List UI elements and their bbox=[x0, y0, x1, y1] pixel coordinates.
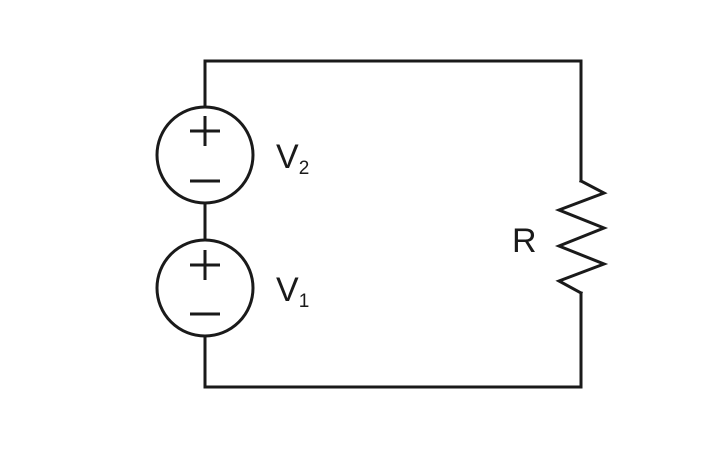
source-v2-name: V bbox=[276, 138, 299, 176]
source-v2-circle bbox=[155, 105, 255, 205]
top-wire bbox=[203, 59, 583, 183]
source-v1-subscript: 1 bbox=[299, 291, 310, 312]
source-v1-circle bbox=[155, 238, 255, 338]
resistor-label: R bbox=[512, 222, 537, 260]
source-v1-label: V1 bbox=[276, 271, 309, 312]
source-v2-subscript: 2 bbox=[299, 158, 310, 179]
resistor-zigzag bbox=[554, 178, 609, 296]
source-v1-name: V bbox=[276, 271, 299, 309]
voltage-source-v2: V2 bbox=[155, 105, 309, 205]
source-v2-label: V2 bbox=[276, 138, 309, 179]
voltage-source-v1: V1 bbox=[155, 238, 309, 338]
bottom-wire bbox=[203, 291, 583, 389]
